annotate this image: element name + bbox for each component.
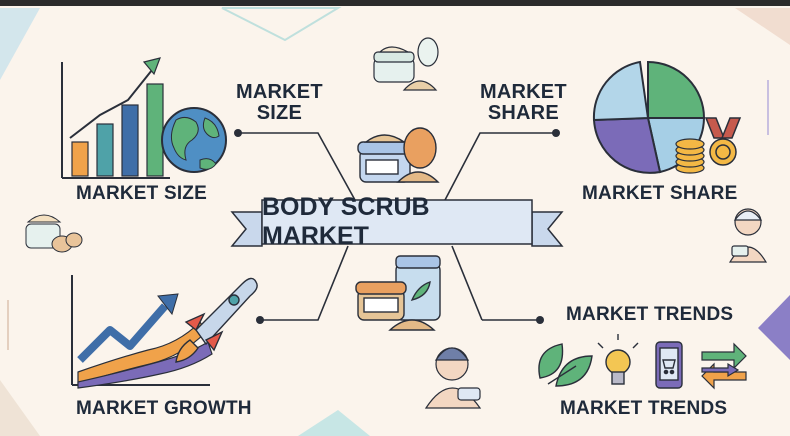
- scrub-jar-icon-top: [373, 37, 439, 91]
- bg-shape-top-center: [221, 7, 342, 42]
- market-trends-label: MARKET TRENDS: [566, 304, 734, 325]
- coins-icon: [675, 138, 705, 174]
- bg-shape-bottom-left: [0, 380, 40, 436]
- market-share-label: MARKET SHARE: [480, 82, 567, 124]
- window-top-bar: [0, 0, 790, 6]
- exchange-arrows-icon: [701, 342, 747, 390]
- connector-lines: [238, 132, 556, 321]
- medal-icon: [704, 117, 742, 166]
- woman-face-icon-bottom: [424, 347, 482, 409]
- market-size-label: MARKET SIZE: [236, 82, 323, 124]
- phone-cart-icon: [655, 341, 683, 389]
- market-size-label-line1: MARKET: [236, 81, 323, 103]
- bar-2: [96, 123, 114, 177]
- market-share-caption: MARKET SHARE: [582, 183, 738, 204]
- scrub-jar-icon-lower: [355, 255, 441, 331]
- market-size-caption: MARKET SIZE: [76, 183, 207, 204]
- bar-3: [121, 104, 139, 177]
- market-size-label-line2: SIZE: [256, 102, 302, 124]
- scrub-jar-icon-left: [25, 214, 83, 253]
- bg-shape-top-left: [0, 8, 40, 80]
- bar-4: [146, 83, 164, 177]
- growth-wave-purple: [77, 341, 213, 389]
- connector-dot-trends: [536, 316, 544, 324]
- connector-dot-share: [552, 129, 560, 137]
- rocket-icon: [175, 277, 258, 363]
- bar-1: [71, 141, 89, 177]
- bg-shape-top-right: [735, 8, 790, 45]
- leaf-icon: [538, 343, 593, 387]
- growth-arrow-icon: [77, 303, 169, 363]
- center-title: BODY SCRUB MARKET: [262, 193, 430, 250]
- market-share-label-line1: MARKET: [480, 81, 567, 103]
- center-ribbon: [230, 199, 564, 247]
- lightbulb-icon: [597, 334, 639, 385]
- globe-icon: [161, 107, 227, 173]
- bg-shape-bottom-center: [298, 410, 370, 436]
- bg-shape-right-purple: [758, 295, 790, 360]
- connector-dot-size: [234, 129, 242, 137]
- market-trends-caption: MARKET TRENDS: [560, 398, 728, 419]
- market-share-label-line2: SHARE: [487, 102, 559, 124]
- connector-dot-growth: [256, 316, 264, 324]
- bar-chart-icon: [61, 57, 170, 179]
- woman-face-icon-right: [728, 208, 768, 263]
- scrub-jar-icon-center: [357, 127, 440, 183]
- growth-chart-icon: [71, 275, 213, 389]
- market-growth-caption: MARKET GROWTH: [76, 398, 252, 419]
